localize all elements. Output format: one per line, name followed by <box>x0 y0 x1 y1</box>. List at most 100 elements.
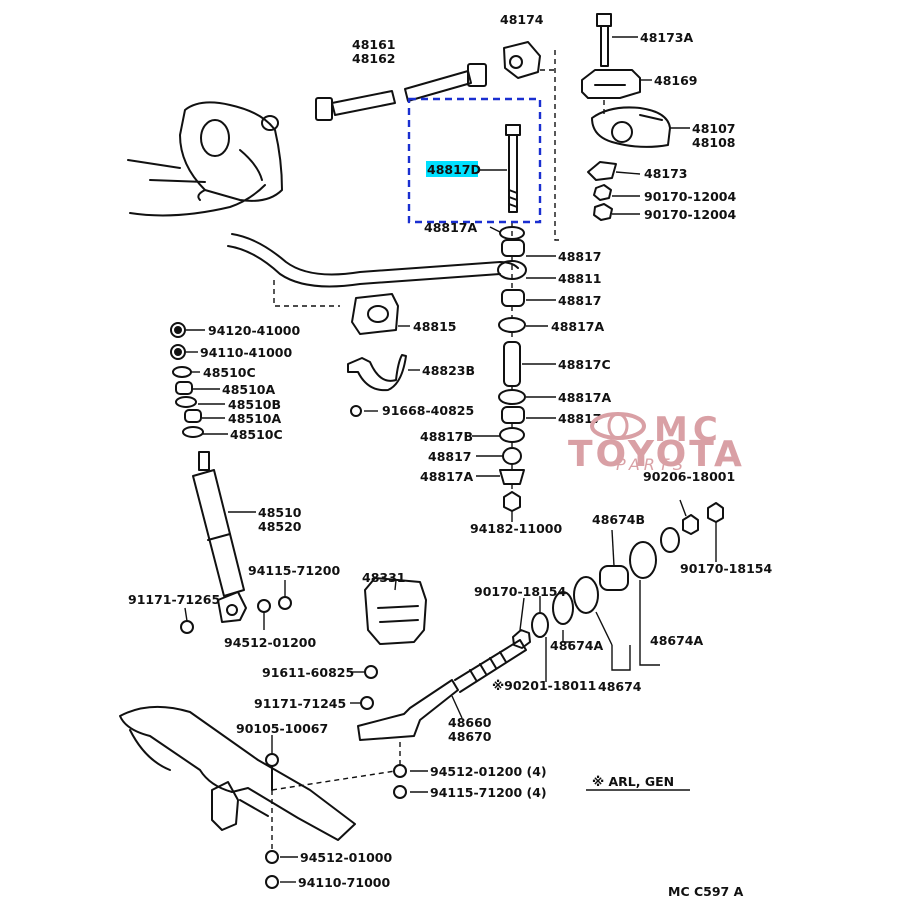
bushing-48815-drawing <box>351 293 399 335</box>
label-48520: 48520 <box>258 519 302 534</box>
label-94110-71000: 94110-71000 <box>298 875 390 890</box>
label-48817-a: 48817 <box>558 249 602 264</box>
label-48817-d: 48817 <box>428 449 472 464</box>
bracket-48823B-drawing <box>347 354 407 392</box>
label-90206-18001: 90206-18001 <box>643 469 735 484</box>
label-94512-01200: 94512-01200 <box>224 635 316 650</box>
label-48817A-d: 48817A <box>420 469 473 484</box>
bracket-hole <box>509 55 523 69</box>
arm-48107-drawing <box>591 106 671 148</box>
label-48108: 48108 <box>692 135 736 150</box>
label-48510A-a: 48510A <box>222 382 275 397</box>
watermark: MC TOYOTA PARTS <box>568 410 745 475</box>
label-94512-01200-4: 94512-01200 (4) <box>430 764 547 779</box>
strut-bushing-stack <box>512 502 724 649</box>
label-94110-41000: 94110-41000 <box>200 345 292 360</box>
bolt-48817D-drawing <box>505 124 521 213</box>
footnote-arl-gen: ※ ARL, GEN <box>592 774 674 789</box>
shock-washer-stack <box>170 322 204 438</box>
highlight-label-bg <box>426 161 478 177</box>
highlight-box <box>407 97 542 224</box>
diagram-code: MC C597 A <box>668 884 744 899</box>
label-48823B: 48823B <box>422 363 475 378</box>
label-90170-12004-a: 90170-12004 <box>644 189 736 204</box>
part-labels: 48161 48162 48174 48173A 48169 48107 481… <box>128 12 772 899</box>
bracket-48174-drawing <box>503 41 541 79</box>
label-48173A: 48173A <box>640 30 693 45</box>
label-48331: 48331 <box>362 570 406 585</box>
label-94115-71200-4: 94115-71200 (4) <box>430 785 547 800</box>
label-48674A-a: 48674A <box>550 638 603 653</box>
label-48660: 48660 <box>448 715 492 730</box>
label-91668-40825: 91668-40825 <box>382 403 474 418</box>
nut-94115-71200 <box>278 596 292 610</box>
label-90170-18154-a: 90170-18154 <box>474 584 566 599</box>
stabilizer-bar-drawing <box>227 233 527 288</box>
knuckle-frame-drawing <box>127 101 283 217</box>
label-48817A-b: 48817A <box>551 319 604 334</box>
label-48161: 48161 <box>352 37 396 52</box>
nut-94120-41000-mark <box>174 326 182 334</box>
nut-94115-71200-4 <box>393 785 407 799</box>
label-91171-71245: 91171-71245 <box>254 696 346 711</box>
label-94115-71200: 94115-71200 <box>248 563 340 578</box>
label-48815: 48815 <box>413 319 457 334</box>
strut-rod-drawing <box>357 639 527 741</box>
label-48674A-b: 48674A <box>650 633 703 648</box>
nut-94512-01200-4 <box>393 764 407 778</box>
torsion-bar-drawing <box>315 63 487 121</box>
label-48811: 48811 <box>558 271 602 286</box>
label-48817A-top: 48817A <box>424 220 477 235</box>
label-48817-b: 48817 <box>558 293 602 308</box>
bolt-91171-71245 <box>360 696 374 710</box>
label-90201-18011: ※90201-18011 <box>492 678 596 693</box>
label-90170-12004-b: 90170-12004 <box>644 207 736 222</box>
block-48173-drawing <box>587 161 617 181</box>
label-48107: 48107 <box>692 121 736 136</box>
label-48670: 48670 <box>448 729 492 744</box>
nut-90170-12004-b <box>593 203 613 221</box>
reference-lines <box>271 50 605 850</box>
bolt-91611-60825 <box>364 665 378 679</box>
label-48817-c: 48817 <box>558 411 602 426</box>
bolt-91171-71265 <box>180 620 194 634</box>
watermark-mc: MC <box>654 410 723 450</box>
label-48510C-a: 48510C <box>203 365 256 380</box>
nut-94110-41000-mark <box>174 348 182 356</box>
label-48510B: 48510B <box>228 397 281 412</box>
bolt-90105-10067 <box>265 753 279 767</box>
label-94512-01000: 94512-01000 <box>300 850 392 865</box>
label-91171-71265: 91171-71265 <box>128 592 220 607</box>
leader-lines <box>184 36 717 883</box>
label-48817A-c: 48817A <box>558 390 611 405</box>
label-48817D: 48817D <box>427 162 481 177</box>
bolt-48173A-drawing <box>596 13 612 67</box>
label-48174: 48174 <box>500 12 544 27</box>
shock-absorber-drawing <box>192 451 247 623</box>
label-48510C-b: 48510C <box>230 427 283 442</box>
nut-94110-71000 <box>265 875 279 889</box>
nut-94512-01200 <box>257 599 271 613</box>
watermark-toyota: TOYOTA <box>568 434 745 475</box>
label-94182-11000: 94182-11000 <box>470 521 562 536</box>
label-48510A-b: 48510A <box>228 411 281 426</box>
label-90105-10067: 90105-10067 <box>236 721 328 736</box>
bracket-48169-drawing <box>581 69 641 99</box>
nut-90170-12004-a <box>593 184 612 201</box>
label-48510: 48510 <box>258 505 302 520</box>
label-48169: 48169 <box>654 73 698 88</box>
label-48674B: 48674B <box>592 512 645 527</box>
nut-94512-01000 <box>265 850 279 864</box>
label-48817B: 48817B <box>420 429 473 444</box>
nut-91668-40825 <box>350 405 362 417</box>
label-94120-41000: 94120-41000 <box>208 323 300 338</box>
label-48674: 48674 <box>598 679 642 694</box>
label-48162: 48162 <box>352 51 396 66</box>
label-91611-60825: 91611-60825 <box>262 665 354 680</box>
bracket-48331-drawing <box>364 577 427 645</box>
label-48817C: 48817C <box>558 357 611 372</box>
label-90170-18154-b: 90170-18154 <box>680 561 772 576</box>
lower-frame-drawing <box>119 705 356 841</box>
